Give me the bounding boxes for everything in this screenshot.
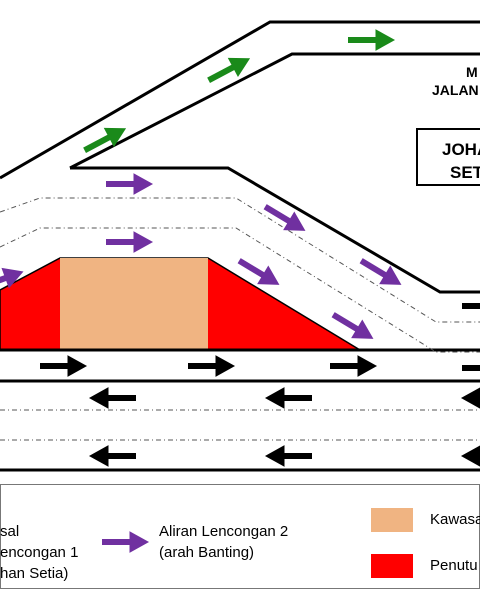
destination-box-line2: SET — [450, 163, 480, 182]
arrow-right-icon — [106, 232, 152, 252]
road-edge-ramp-inner — [69, 52, 480, 170]
lane-divider-1 — [0, 197, 480, 323]
arrow-right-icon — [106, 174, 152, 194]
legend-item2-line2: (arah Banting) — [159, 544, 255, 561]
arrow-left-icon — [266, 446, 312, 466]
work-zone-area — [60, 258, 208, 350]
arrow-left-icon — [90, 388, 136, 408]
arrow-left-stub — [460, 387, 480, 409]
destination-box: JOHA SET — [416, 128, 480, 186]
arrow-right-icon — [330, 356, 376, 376]
arrow-left-icon — [266, 388, 312, 408]
map-label-top-right-2: JALAN J — [432, 82, 480, 98]
legend-item1-line3: han Setia) — [0, 565, 69, 582]
arrow-left-icon — [90, 446, 136, 466]
arrow-right-icon — [260, 198, 310, 239]
destination-box-line1: JOHA — [442, 140, 480, 159]
road-edge-middle — [70, 166, 480, 294]
arrow-right-icon — [40, 356, 86, 376]
road-edge-upper-outer — [0, 20, 480, 180]
legend-item1-line2: encongan 1 — [0, 544, 79, 561]
arrow-right-icon — [188, 356, 234, 376]
arrow-left-stub — [460, 445, 480, 467]
legend-item1-line1: sal — [0, 523, 20, 540]
legend-work-area-swatch — [371, 508, 413, 532]
map-label-top-right-1: M — [466, 64, 478, 80]
legend-closure-swatch — [371, 554, 413, 578]
legend-item2-line1: Aliran Lencongan 2 — [159, 523, 289, 540]
legend-item4-label: Penutu — [430, 557, 478, 574]
lane-divider-2 — [0, 227, 480, 353]
legend-item3-label: Kawasa — [430, 511, 480, 528]
arrow-right-icon — [348, 30, 394, 50]
